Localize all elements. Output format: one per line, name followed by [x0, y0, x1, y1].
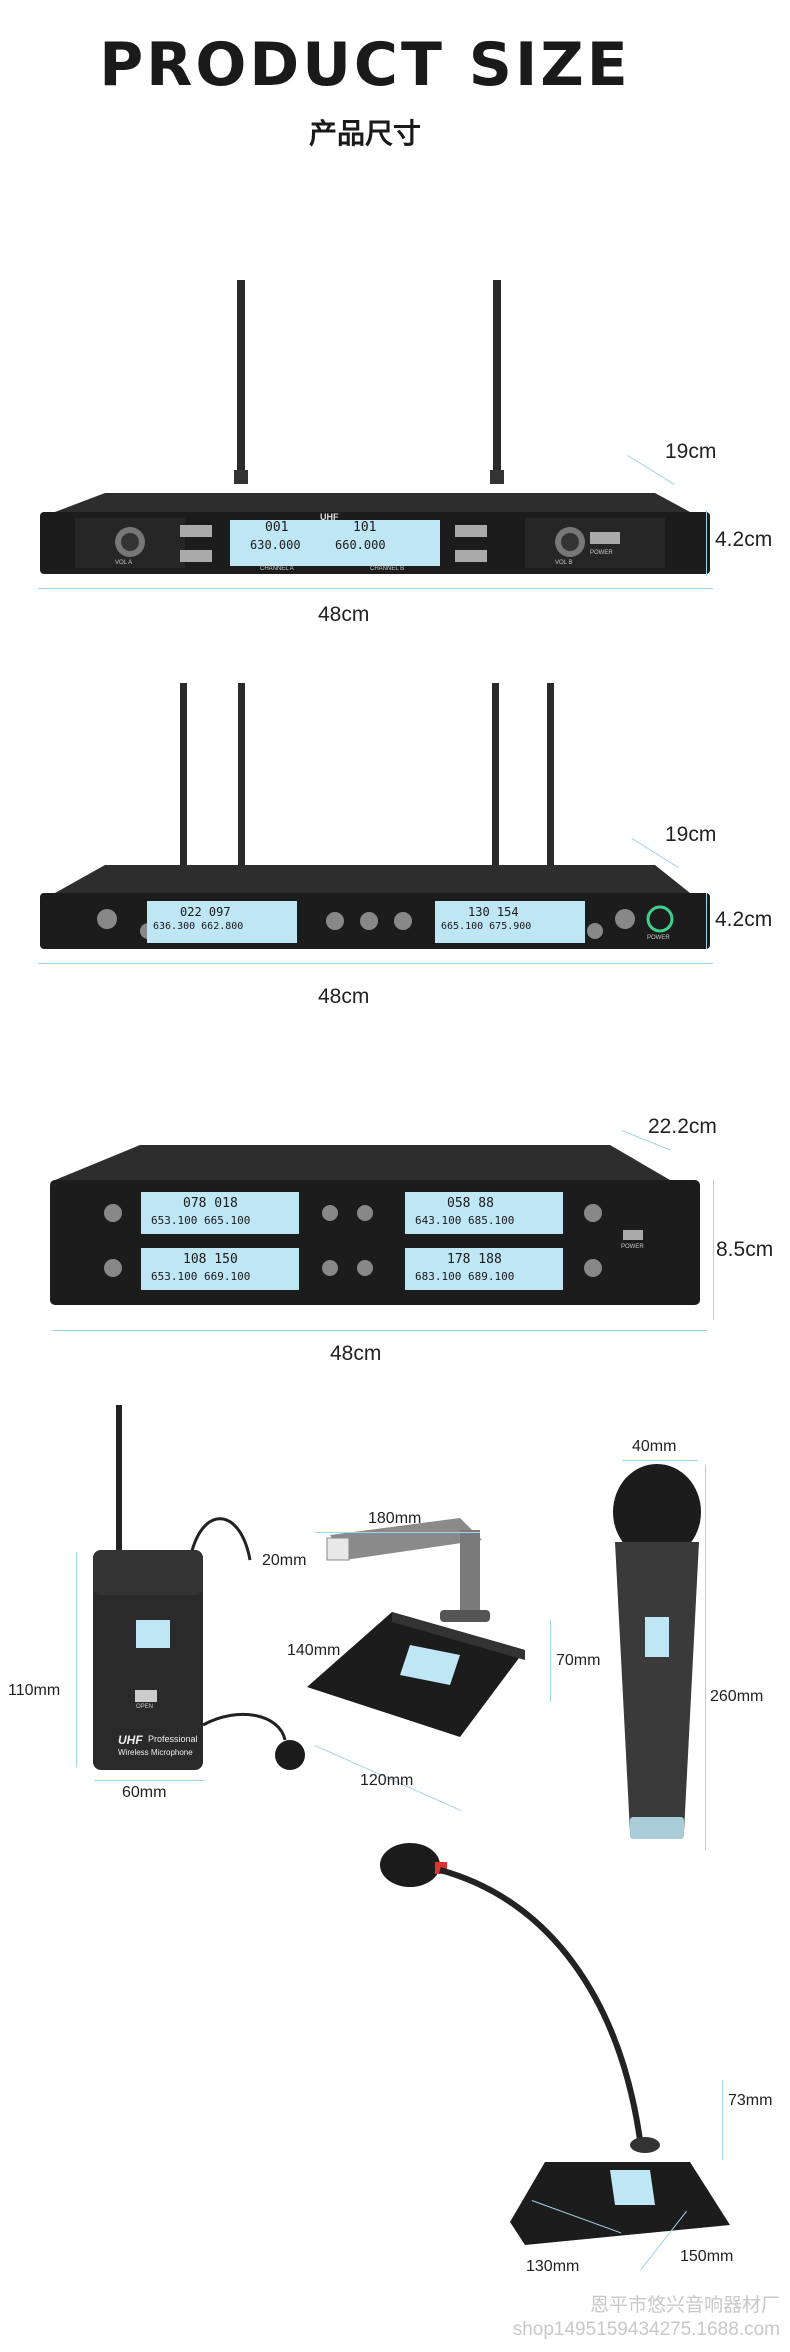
- receiver-1-height: 4.2cm: [715, 528, 773, 551]
- gooseneck-width: 130mm: [526, 2258, 580, 2275]
- gooseneck-mic-product: [380, 1840, 730, 2260]
- receiver-2-lcd-2-top: 130 154: [468, 905, 519, 919]
- receiver-3-lcd-3-frequency: 653.100 669.100: [151, 1270, 251, 1283]
- receiver-3-lcd-4-top: 178 188: [447, 1252, 502, 1267]
- receiver-1-channel-a-frequency: 630.000: [250, 538, 301, 552]
- handheld-mic-image: [613, 1464, 701, 1839]
- gooseneck-mic-image: [380, 1843, 730, 2245]
- bodypack-width-guide: [94, 1780, 204, 1781]
- receiver-2-width: 48cm: [318, 985, 370, 1008]
- receiver-2-lcd-2-frequency: 665.100 675.900: [441, 921, 532, 932]
- receiver-1-height-guide: [706, 510, 707, 576]
- bodypack-brand: UHF: [118, 1733, 143, 1747]
- page-title: PRODUCT SIZE: [99, 30, 631, 100]
- bodypack-brand-line-2: Professional: [148, 1734, 198, 1744]
- page-subtitle: 产品尺寸: [308, 117, 421, 150]
- receiver-1-channel-b-frequency: 660.000: [335, 538, 386, 552]
- receiver-3-lcd-3-top: 108 150: [183, 1252, 238, 1267]
- receiver-2-height: 4.2cm: [715, 908, 773, 931]
- receiver-3-height: 8.5cm: [716, 1238, 774, 1261]
- receiver-3-product: 078 018 653.100 665.100 058 88 643.100 6…: [45, 1140, 715, 1320]
- receiver-3-lcd-2-top: 058 88: [447, 1196, 494, 1211]
- shop-watermark-line-2: shop1495159434275.1688.com: [512, 2319, 780, 2340]
- receiver-1-vol-a-label: VOL A: [115, 560, 133, 566]
- receiver-1-channel-b-number: 101: [353, 520, 377, 535]
- conference-width: 120mm: [360, 1772, 414, 1789]
- receiver-2-product: 022 097 636.300 662.800 130 154 665.100 …: [35, 683, 715, 953]
- receiver-3-power-label: POWER: [621, 1244, 644, 1250]
- receiver-3-width: 48cm: [330, 1342, 382, 1365]
- gooseneck-height: 73mm: [728, 2092, 773, 2109]
- receiver-3-height-guide: [713, 1180, 714, 1320]
- bodypack-height: 110mm: [8, 1682, 61, 1699]
- receiver-2-width-guide: [38, 963, 713, 964]
- shop-watermark-line-1: 恩平市悠兴音响器材厂: [589, 2295, 780, 2316]
- shop-watermark: 恩平市悠兴音响器材厂 shop1495159434275.1688.com: [513, 2294, 780, 2342]
- receiver-3-lcd-2-frequency: 643.100 685.100: [415, 1214, 515, 1227]
- conference-height: 70mm: [556, 1652, 601, 1669]
- receiver-3-lcd-1-frequency: 653.100 665.100: [151, 1214, 251, 1227]
- receiver-1-power-label: POWER: [590, 550, 613, 556]
- conference-height-guide: [550, 1620, 551, 1702]
- handheld-diameter-guide: [622, 1460, 698, 1461]
- receiver-3-width-guide: [52, 1330, 707, 1331]
- conference-depth: 140mm: [287, 1642, 341, 1659]
- bodypack-image: [93, 1405, 305, 1770]
- conference-length: 180mm: [368, 1510, 422, 1527]
- bodypack-brand-line-3: Wireless Microphone: [118, 1748, 193, 1757]
- receiver-2-power-label: POWER: [647, 935, 670, 941]
- receiver-1-channel-b-label: CHANNEL B: [370, 566, 405, 572]
- receiver-2-height-guide: [706, 893, 707, 949]
- receiver-3-lcd-4-frequency: 683.100 689.100: [415, 1270, 515, 1283]
- receiver-1-depth: 19cm: [665, 440, 717, 463]
- bodypack-width: 60mm: [122, 1784, 167, 1801]
- receiver-1-width: 48cm: [318, 603, 370, 626]
- receiver-1-image: [40, 280, 710, 574]
- receiver-1-vol-b-label: VOL B: [555, 560, 573, 566]
- receiver-1-channel-a-label: CHANNEL A: [260, 566, 294, 572]
- receiver-3-lcd-1-top: 078 018: [183, 1196, 238, 1211]
- bodypack-height-guide: [76, 1552, 77, 1767]
- receiver-1-channel-a-number: 001: [265, 520, 289, 535]
- receiver-3-image: [50, 1145, 700, 1305]
- receiver-1-width-guide: [38, 588, 713, 589]
- conference-length-guide: [315, 1532, 480, 1533]
- handheld-diameter: 40mm: [632, 1438, 677, 1455]
- conference-head: 20mm: [262, 1552, 307, 1569]
- handheld-mic-product: [612, 1462, 702, 1852]
- receiver-2-lcd-1-frequency: 636.300 662.800: [153, 921, 244, 932]
- gooseneck-depth: 150mm: [680, 2248, 734, 2265]
- gooseneck-height-guide: [722, 2080, 723, 2160]
- conference-unit-image: [307, 1518, 525, 1737]
- conference-unit-product: [300, 1500, 560, 1750]
- handheld-length-guide: [705, 1465, 706, 1850]
- receiver-2-lcd-1-top: 022 097: [180, 905, 231, 919]
- handheld-length: 260mm: [710, 1688, 764, 1705]
- bodypack-product: UHF Professional Wireless Microphone OPE…: [90, 1405, 320, 1775]
- receiver-3-depth: 22.2cm: [648, 1115, 717, 1138]
- receiver-1-product: UHF 001 101 630.000 660.000 CHANNEL A CH…: [35, 280, 715, 580]
- receiver-2-depth: 19cm: [665, 823, 717, 846]
- bodypack-open-label: OPEN: [136, 1704, 154, 1710]
- receiver-2-image: [40, 683, 710, 949]
- receiver-1-brand: UHF: [320, 512, 339, 522]
